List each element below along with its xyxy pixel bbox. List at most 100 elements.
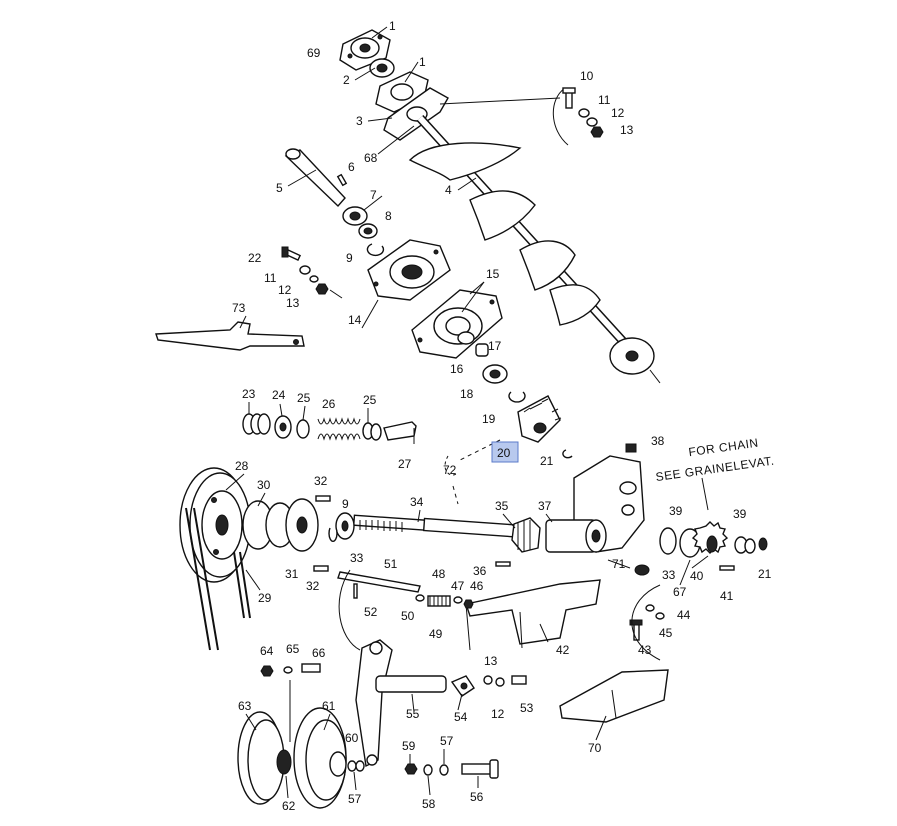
leader-lines [225, 26, 709, 799]
bushing-17 [475, 343, 489, 357]
spring-set [242, 413, 417, 444]
nut-13b [315, 283, 329, 295]
lever-73 [155, 321, 305, 351]
callout-15: 15 [486, 267, 500, 281]
callout-52: 52 [364, 605, 378, 619]
bearing-8 [358, 223, 378, 239]
note-line-2: SEE GRAINELEVAT. [655, 454, 775, 485]
spring-link-49 [427, 595, 451, 607]
bearing-33 [335, 512, 355, 540]
nut-59 [404, 763, 418, 775]
pin-52 [353, 583, 358, 599]
bearing-flange [339, 29, 391, 71]
callout-13: 13 [286, 296, 300, 310]
washer-65 [283, 666, 293, 674]
callout-73: 73 [232, 301, 246, 315]
note-line-1: FOR CHAIN [688, 436, 760, 460]
callout-37: 37 [538, 499, 552, 513]
callout-10: 10 [580, 69, 594, 83]
washer-60 [347, 760, 357, 772]
callout-23: 23 [242, 387, 256, 401]
callout-72: 72 [443, 463, 457, 477]
callout-34: 34 [410, 495, 424, 509]
callout-20: 20 [497, 446, 511, 460]
callout-39: 39 [669, 504, 683, 518]
callout-19: 19 [482, 412, 496, 426]
bolt-71 [634, 564, 650, 576]
callout-42: 42 [556, 643, 570, 657]
callout-22: 22 [248, 251, 262, 265]
rod-51 [337, 571, 421, 593]
callout-33: 33 [662, 568, 676, 582]
auger-shaft [408, 114, 661, 384]
callout-63: 63 [238, 699, 252, 713]
callout-7: 7 [370, 188, 377, 202]
callout-64: 64 [260, 644, 274, 658]
callout-58: 58 [422, 797, 436, 811]
highlight-box [491, 441, 519, 463]
nut-13 [590, 126, 604, 138]
callout-11: 11 [264, 271, 277, 285]
washer-58 [423, 764, 433, 776]
callout-4: 4 [445, 183, 452, 197]
washer-47 [453, 596, 463, 604]
pulley-28 [179, 467, 251, 583]
callout-56: 56 [470, 790, 484, 804]
callout-54: 54 [454, 710, 468, 724]
lockwasher-12b [309, 275, 319, 283]
callout-12: 12 [611, 106, 625, 120]
callout-55: 55 [406, 707, 420, 721]
callout-18: 18 [460, 387, 474, 401]
callout-6: 6 [348, 160, 355, 174]
callout-33: 33 [350, 551, 364, 565]
bearing-7 [342, 206, 368, 226]
washer-11 [578, 108, 590, 118]
callout-17: 17 [488, 339, 502, 353]
snap-ring-9 [366, 243, 385, 257]
callout-32: 32 [314, 474, 328, 488]
callout-labels: 1 69 2 1 3 68 10 11 12 13 6 5 4 7 8 9 22… [232, 19, 772, 813]
callout-46: 46 [470, 579, 484, 593]
idler-arm [355, 639, 527, 768]
callout-9: 9 [346, 251, 353, 265]
callout-35: 35 [495, 499, 509, 513]
bracket-42 [465, 579, 601, 651]
callout-9: 9 [342, 497, 349, 511]
ring-9b [328, 527, 338, 542]
bearing-16 [457, 331, 475, 345]
callout-28: 28 [235, 459, 249, 473]
callout-25: 25 [363, 393, 377, 407]
callout-1: 1 [419, 55, 426, 69]
sprocket-40 [659, 521, 768, 558]
v-belt-29 [185, 507, 251, 651]
callout-45: 45 [659, 626, 673, 640]
callout-66: 66 [312, 646, 326, 660]
callout-13: 13 [484, 654, 498, 668]
key-32b [313, 565, 329, 572]
callout-47: 47 [451, 579, 465, 593]
chain-note: FOR CHAIN SEE GRAINELEVAT. [655, 436, 775, 485]
callout-26: 26 [322, 397, 336, 411]
callout-67: 67 [673, 585, 687, 599]
nut-45 [655, 612, 665, 620]
callout-70: 70 [588, 741, 602, 755]
bearing-18 [482, 364, 508, 384]
callout-62: 62 [282, 799, 296, 813]
callout-44: 44 [677, 608, 691, 622]
callout-24: 24 [272, 388, 286, 402]
snap-ring-21 [562, 449, 573, 459]
callout-38: 38 [651, 434, 665, 448]
washer-11b [299, 265, 311, 275]
callout-60: 60 [345, 731, 359, 745]
callout-69: 69 [307, 46, 321, 60]
key-36 [495, 561, 511, 567]
callout-49: 49 [429, 627, 443, 641]
bolt-66 [301, 663, 321, 673]
nut-46 [463, 599, 474, 609]
bolt-22 [281, 246, 302, 262]
gearbox-37 [545, 443, 645, 553]
cover-70 [559, 669, 669, 723]
callout-2: 2 [343, 73, 350, 87]
shaft-34 [353, 514, 526, 539]
